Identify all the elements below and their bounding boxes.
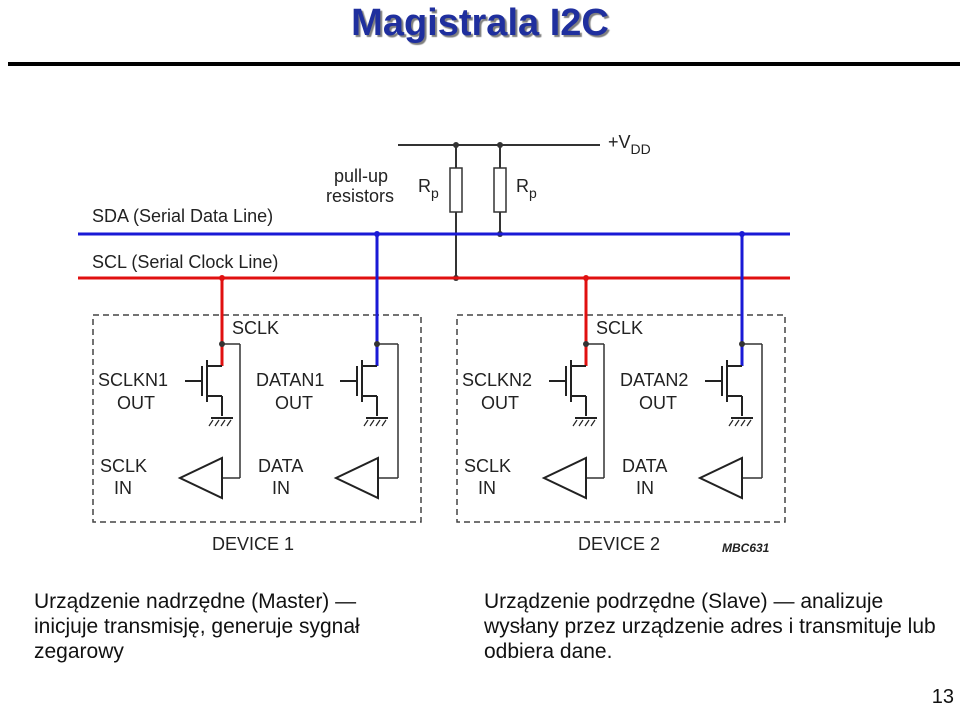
device2-out1-line2: OUT — [481, 393, 519, 413]
device1-out1-line1: SCLKN1 — [98, 370, 168, 390]
device1-in2-line2: IN — [272, 478, 290, 498]
sda-label: SDA (Serial Data Line) — [92, 206, 273, 226]
rp2-label: Rp — [516, 176, 537, 201]
device2-in1-line2: IN — [478, 478, 496, 498]
pullup-resistor-1 — [449, 145, 463, 281]
device1-in2-line1: DATA — [258, 456, 303, 476]
device1-transistor-1 — [185, 360, 223, 416]
device2-out1-line1: SCLKN2 — [462, 370, 532, 390]
device1-box — [92, 314, 422, 523]
slide-number: 13 — [931, 686, 954, 708]
device1-buffer-1 — [177, 456, 223, 500]
device2-buffer-1 — [541, 456, 587, 500]
title-divider — [8, 62, 960, 66]
device1-transistor-2 — [340, 360, 378, 416]
slide-title: Magistrala I2C — [351, 2, 609, 44]
caption-slave: Urządzenie podrzędne (Slave) — analizuje… — [484, 590, 936, 663]
device1-buffer-2 — [333, 456, 379, 500]
pullup-resistor-2 — [493, 145, 507, 237]
device1-in1-line1: SCLK — [100, 456, 147, 476]
device1-sclk-label: SCLK — [232, 318, 279, 338]
device2-in2-line2: IN — [636, 478, 654, 498]
vdd-label: +VDD — [608, 132, 651, 157]
device1-name: DEVICE 1 — [212, 534, 294, 554]
device1: SCLK SCLKN1 OUT DATAN1 OUT SCLK IN DATA … — [92, 231, 422, 554]
device2-name: DEVICE 2 — [578, 534, 660, 554]
pullup-label-line2: resistors — [326, 186, 394, 206]
device1-in1-line2: IN — [114, 478, 132, 498]
device2-in1-line1: SCLK — [464, 456, 511, 476]
device1-out2-line1: DATAN1 — [256, 370, 324, 390]
device1-out2-line2: OUT — [275, 393, 313, 413]
device2-buffer-2 — [697, 456, 743, 500]
device2-box — [456, 314, 786, 523]
device2-out2-line2: OUT — [639, 393, 677, 413]
device1-out1-line2: OUT — [117, 393, 155, 413]
caption-master: Urządzenie nadrzędne (Master) — inicjuje… — [34, 590, 360, 663]
device2-sclk-label: SCLK — [596, 318, 643, 338]
i2c-circuit-diagram: +VDD Rp Rp pull-up resistors SDA (Serial… — [78, 132, 790, 555]
rp1-label: Rp — [418, 176, 439, 201]
figure-code: MBC631 — [722, 541, 770, 555]
device2-transistor-1 — [549, 360, 587, 416]
device2: SCLK SCLKN2 OUT DATAN2 OUT SCLK IN DATA … — [456, 231, 786, 554]
device2-transistor-2 — [705, 360, 743, 416]
device2-in2-line1: DATA — [622, 456, 667, 476]
pullup-label-line1: pull-up — [334, 166, 388, 186]
scl-label: SCL (Serial Clock Line) — [92, 252, 278, 272]
device2-out2-line1: DATAN2 — [620, 370, 688, 390]
